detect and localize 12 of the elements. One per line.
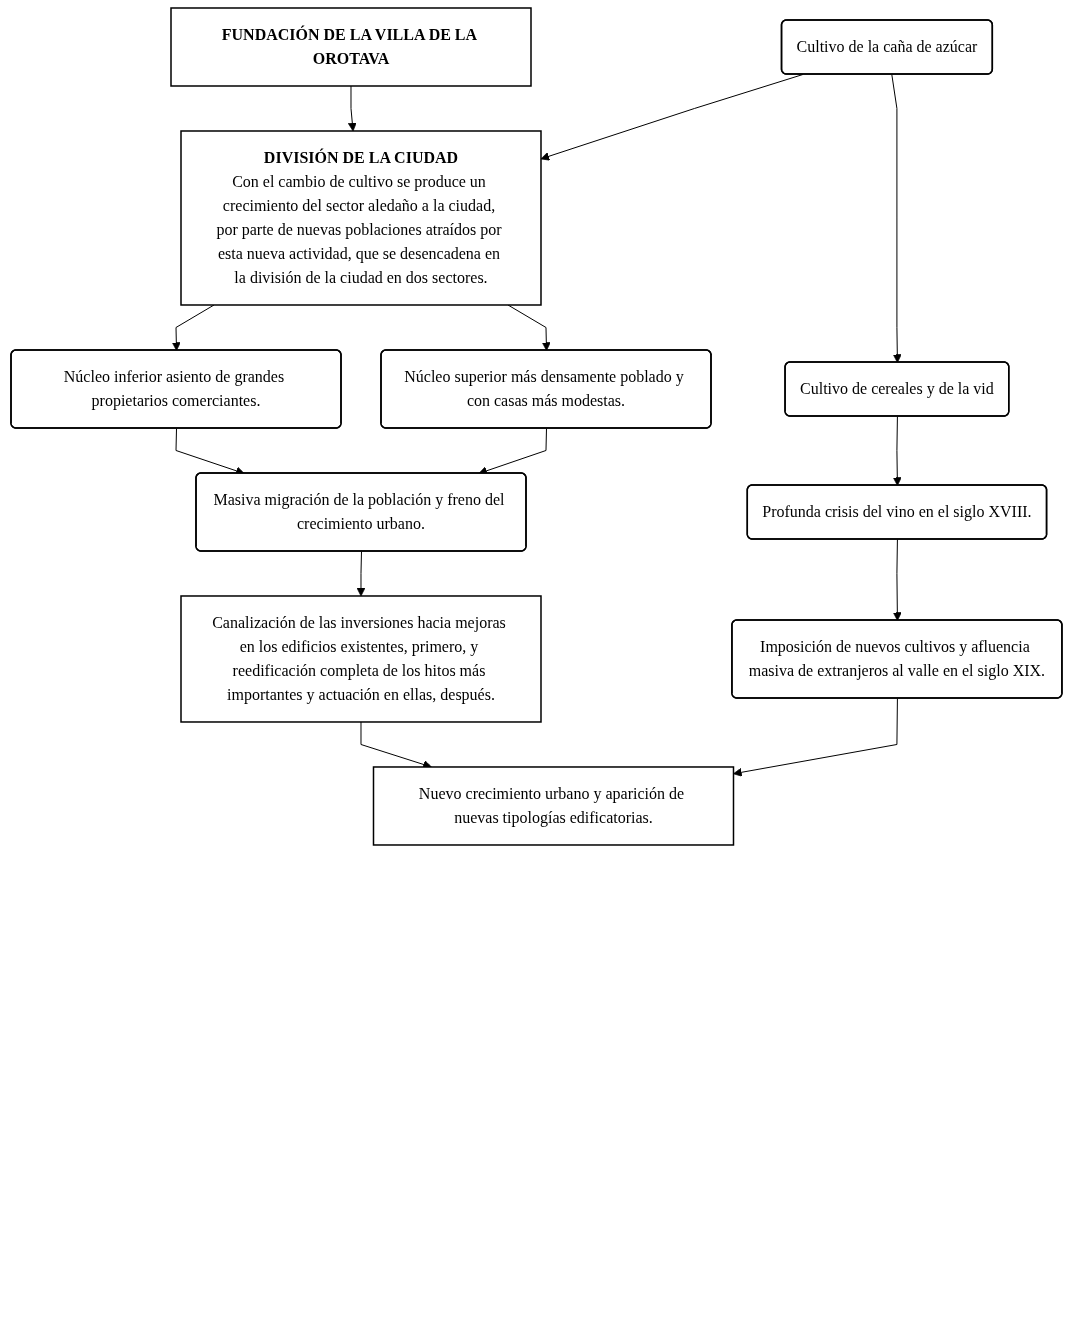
arrow (892, 416, 902, 486)
arrow (356, 551, 365, 597)
arrow (171, 304, 215, 351)
arrow (892, 539, 902, 621)
node-box: DIVISIÓN DE LA CIUDAD Con el cambio de cultivo se produce un crecimiento del sector aledaño a la ciudad, por parte de nuevas poblaciones atraídos por esta nueva actividad, que se desencadena en la división de la ciudad en dos sectores. (179, 130, 542, 306)
arrow (507, 304, 551, 351)
arrow (890, 74, 902, 363)
arrow (347, 85, 357, 132)
node-box: Nuevo crecimiento urbano y aparición de nuevas tipologías edificatorias. (372, 766, 734, 846)
node-box: FUNDACIÓN DE LA VILLA DE LA OROTAVA (169, 7, 532, 87)
arrow (540, 74, 803, 161)
node-box: Canalización de las inversiones hacia mejoras en los edificios existentes, primero, y reedificación completa de los hitos más importantes y actuación en ellas, después. (179, 595, 542, 723)
